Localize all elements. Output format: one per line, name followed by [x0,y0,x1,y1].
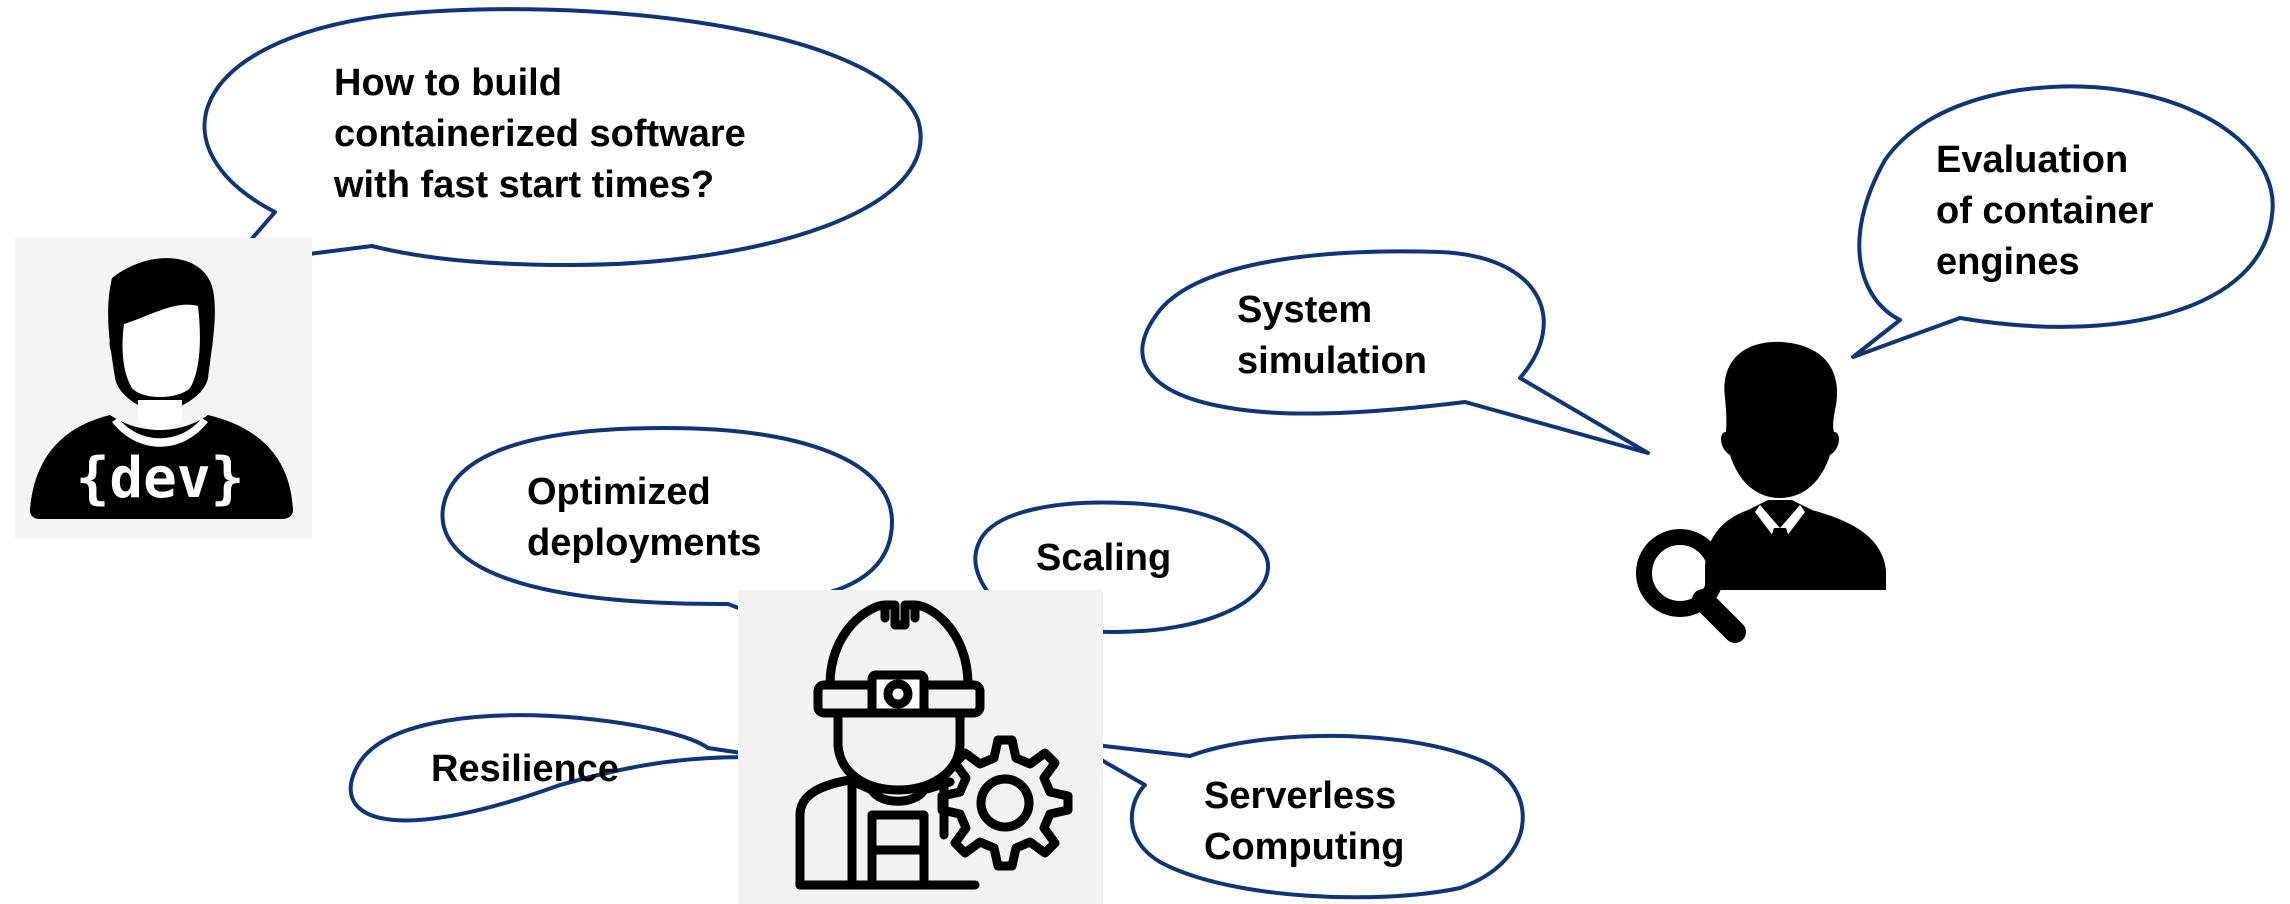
bubble-dev-question [202,7,923,267]
bubble-line: simulation [1237,340,1428,382]
bubble-system-simulation [1140,249,1650,455]
bubble-line: Scaling [1036,537,1172,579]
bubble-line: with fast start times? [334,164,715,206]
bubble-line: Evaluation [1936,139,2129,181]
bubble-optimized-deployments [440,426,895,637]
bubble-text-serverless-computing: Serverless Computing [1204,771,1405,873]
engineer-with-gear-icon [738,590,1103,904]
bubble-text-evaluation: Evaluation of container engines [1936,135,2153,288]
bubble-line: Resilience [431,748,619,790]
bubble-line: engines [1936,241,2080,283]
bubble-line: System [1237,289,1373,331]
analyst-with-magnifier-icon [1636,341,1886,643]
speech-bubbles [202,7,2275,900]
bubble-text-dev-question: How to build containerized software with… [334,58,746,211]
bubble-line: containerized software [334,113,746,155]
bubble-line: deployments [527,522,762,564]
bubble-line: Serverless [1204,775,1397,817]
bubble-evaluation [1851,84,2275,359]
bubble-line: How to build [334,62,562,104]
bubble-text-resilience: Resilience [431,744,619,795]
bubble-serverless-computing [1068,733,1525,900]
bubble-line: Optimized [527,471,711,513]
bubble-text-optimized-deployments: Optimized deployments [527,467,761,569]
dev-badge-text: {dev} [76,446,245,511]
bubble-resilience [348,713,777,823]
bubble-line: of container [1936,190,2154,232]
bubble-text-scaling: Scaling [1036,533,1171,584]
bubble-text-system-simulation: System simulation [1237,285,1427,387]
developer-avatar-icon: {dev} [15,238,312,538]
bubble-line: Computing [1204,826,1405,868]
